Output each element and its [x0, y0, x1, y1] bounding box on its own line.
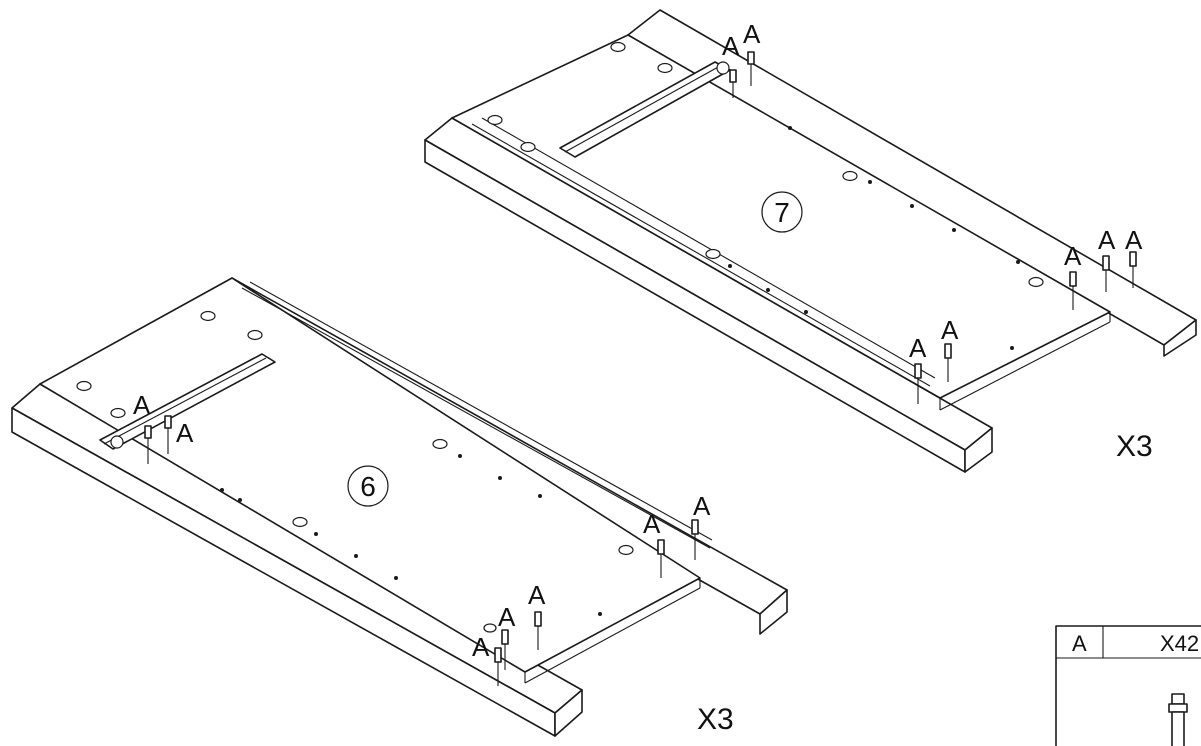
screw-label: A	[909, 333, 927, 363]
screw-icon	[1168, 693, 1188, 746]
screw-icon	[164, 415, 172, 454]
screw-icon	[534, 611, 542, 650]
panel-6-number: 6	[360, 471, 376, 502]
screw-label: A	[176, 418, 194, 448]
screw-label: A	[693, 491, 711, 521]
screw-icon	[944, 343, 952, 382]
screw-label: A	[498, 602, 516, 632]
screw-icon	[501, 629, 509, 670]
screw-icon	[729, 69, 737, 98]
screw-icon	[914, 363, 922, 404]
screw-icon	[747, 51, 755, 86]
screw-icon	[657, 539, 665, 578]
screw-label: A	[643, 509, 661, 539]
screw-label: A	[743, 19, 761, 49]
panel-6-number-badge	[347, 465, 389, 507]
screw-icon	[1102, 255, 1110, 292]
screw-label: A	[472, 632, 490, 662]
screw-icon	[494, 647, 502, 686]
panel-7-number: 7	[774, 197, 790, 228]
panel-6-assembly: 6 A A A A A A A X3	[11, 277, 788, 737]
screw-label: A	[1125, 225, 1143, 255]
screw-icon	[691, 519, 699, 560]
screw-label: A	[528, 580, 546, 610]
parts-table-count: X42	[1160, 631, 1199, 656]
screw-icon	[1129, 251, 1137, 288]
panel-6-drawer-slide	[99, 353, 276, 450]
screw-label: A	[1064, 241, 1082, 271]
screw-label: A	[1098, 225, 1116, 255]
panel-7-quantity: X3	[1116, 430, 1153, 463]
panel-6-quantity: X3	[697, 703, 734, 736]
screw-icon	[1069, 271, 1077, 310]
panel-7-number-badge	[761, 191, 803, 233]
screw-label: A	[133, 390, 151, 420]
screw-icon	[144, 425, 152, 464]
screw-label: A	[722, 31, 740, 61]
parts-table: A X42	[1055, 625, 1201, 746]
panel-7-assembly: 7 A A A A A A A X3	[424, 9, 1197, 473]
parts-table-code: A	[1072, 631, 1087, 656]
screw-label: A	[941, 315, 959, 345]
